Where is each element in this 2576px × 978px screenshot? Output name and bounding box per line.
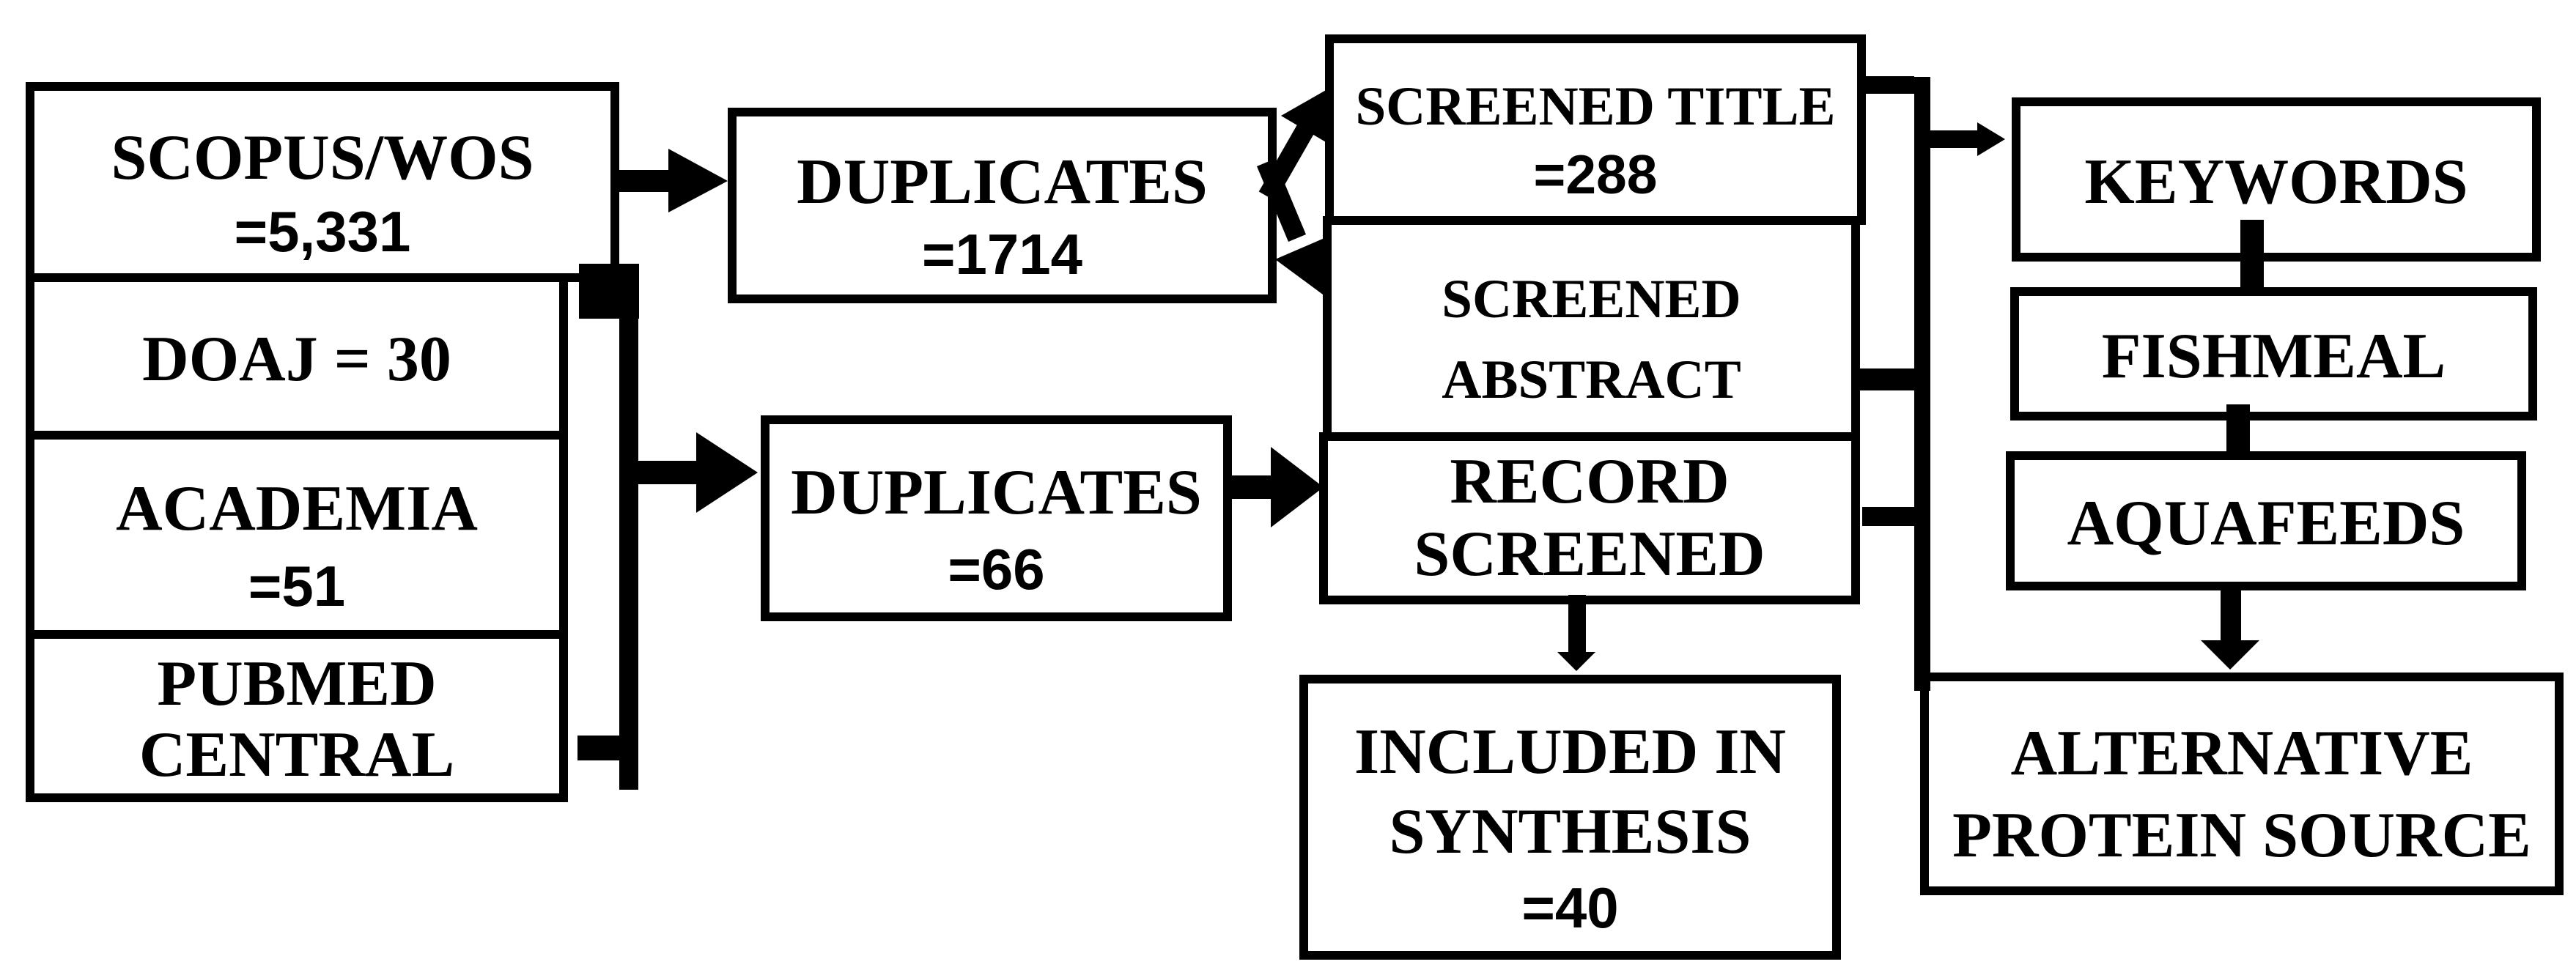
box-screened-title-label: SCREENED TITLE [1355,75,1836,137]
right-bracket-connector [1860,76,1930,691]
box-record-screened-line2: SCREENED [1414,519,1765,590]
box-keywords-label: KEYWORDS [2084,147,2468,218]
box-pubmed-central-line2: CENTRAL [139,719,455,790]
box-doaj-label: DOAJ = 30 [142,323,451,395]
box-included-line2: SYNTHESIS [1389,796,1752,867]
edge-scopus-to-duplicates1-arrow [619,149,728,212]
box-screened-abstract-line2: ABSTRACT [1442,349,1741,410]
box-included-count: =40 [1521,875,1619,940]
edge-duplicates2-to-record-arrow [1230,447,1324,527]
box-fishmeal-label: FISHMEAL [2101,321,2446,392]
box-keywords: KEYWORDS [2012,97,2541,262]
box-duplicates-1714-label: DUPLICATES [797,146,1208,218]
box-alternative-line1: ALTERNATIVE [2010,717,2473,789]
edge-sources-to-duplicates2-arrow [636,432,758,513]
box-included-in-synthesis: INCLUDED IN SYNTHESIS =40 [1299,675,1841,960]
box-alternative-protein-source: ALTERNATIVE PROTEIN SOURCE [1920,673,2564,895]
box-duplicates-66-count: =66 [948,536,1045,601]
box-screened-abstract-line1: SCREENED [1442,269,1741,330]
box-scopus-wos: SCOPUS/WOS =5,331 [26,82,619,282]
box-duplicates-1714: DUPLICATES =1714 [728,108,1277,303]
box-doaj: DOAJ = 30 [26,273,568,440]
box-screened-title-count: =288 [1533,144,1658,206]
box-alternative-line2: PROTEIN SOURCE [1952,800,2531,872]
box-pubmed-central: PUBMED CENTRAL [26,630,568,802]
box-academia: ACADEMIA =51 [26,431,568,639]
box-pubmed-central-line1: PUBMED [157,648,437,720]
box-screened-abstract: SCREENED ABSTRACT [1323,216,1860,441]
box-duplicates-1714-count: =1714 [921,222,1083,287]
box-duplicates-66: DUPLICATES =66 [761,415,1232,621]
box-aquafeeds: AQUAFEEDS [2006,451,2526,590]
box-screened-title: SCREENED TITLE =288 [1325,34,1866,225]
box-scopus-wos-count: =5,331 [234,199,411,264]
edge-aquafeeds-to-alternative-arrow [2201,586,2259,670]
box-scopus-wos-label: SCOPUS/WOS [111,122,534,193]
box-record-screened-line1: RECORD [1450,445,1730,517]
left-bracket-connector [577,264,639,790]
edge-record-to-included-arrow [1557,595,1595,671]
box-included-line1: INCLUDED IN [1354,716,1787,788]
box-duplicates-66-label: DUPLICATES [791,457,1202,529]
box-aquafeeds-label: AQUAFEEDS [2067,488,2465,559]
box-academia-label: ACADEMIA [116,473,478,545]
box-fishmeal: FISHMEAL [2010,287,2537,421]
edge-screened-to-keywords-arrow [1930,122,2005,156]
box-record-screened: RECORD SCREENED [1319,432,1860,604]
box-academia-count: =51 [248,553,346,618]
